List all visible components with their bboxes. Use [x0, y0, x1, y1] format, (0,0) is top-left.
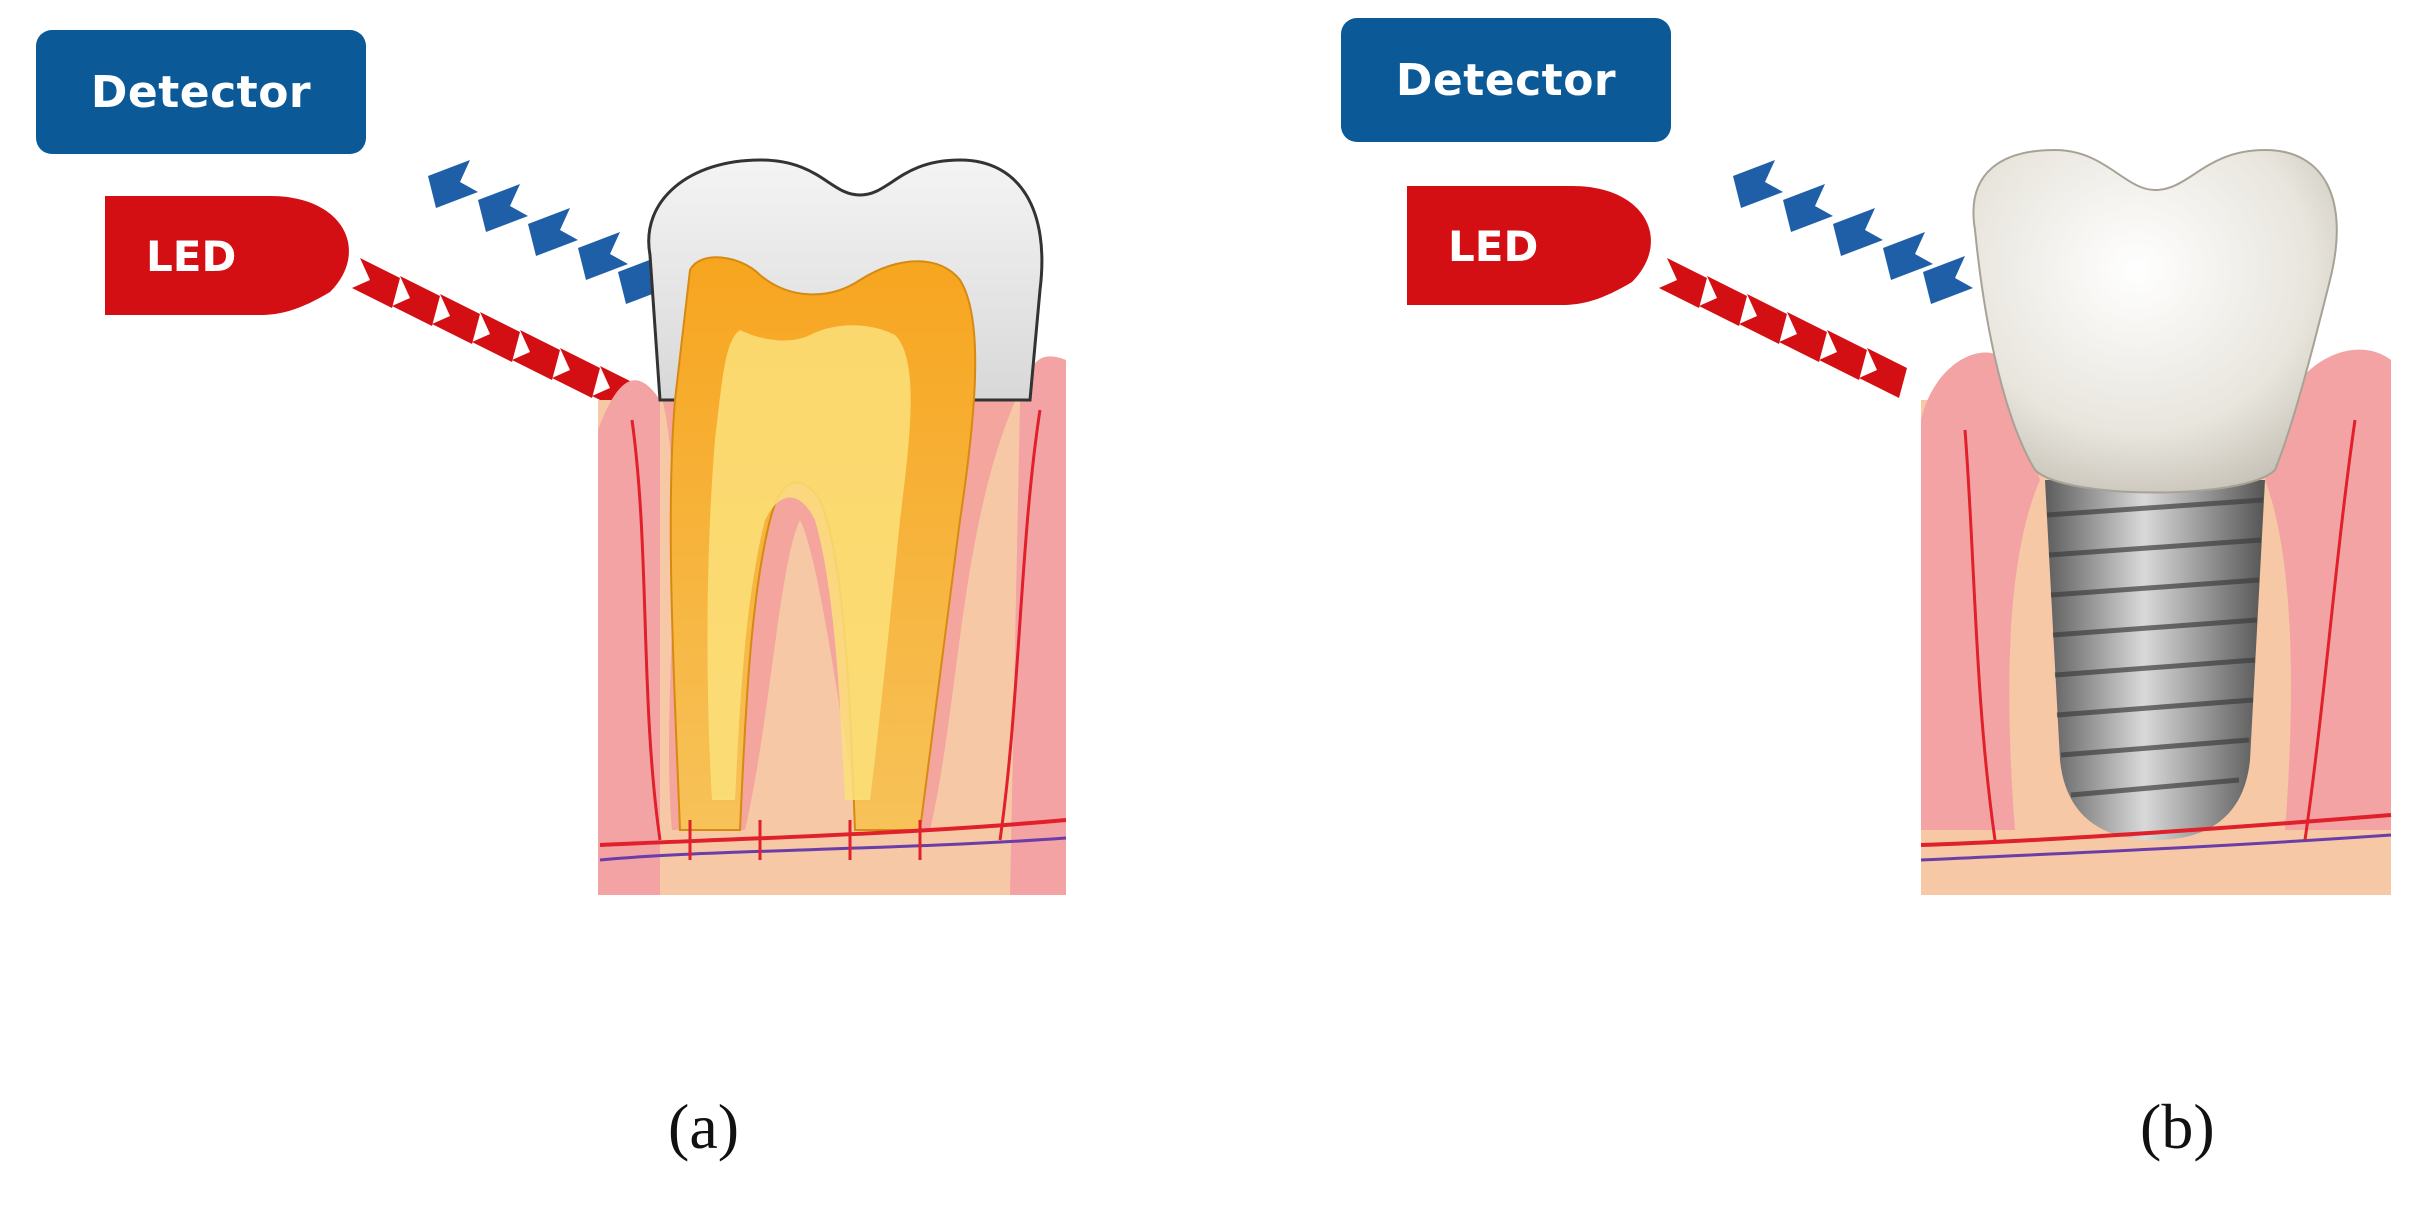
panel-b-graphic — [1407, 148, 2392, 895]
panel-a: Detector LED (a) — [0, 0, 1204, 1209]
panel-b: Detector LED (b) — [1205, 0, 2409, 1209]
led-emitter-icon — [105, 196, 349, 315]
tooth-illustration — [598, 158, 1067, 895]
reflected-light-arrow-icon — [428, 160, 668, 304]
detector-label-b: Detector — [1341, 18, 1671, 142]
emitted-light-arrow-icon — [1659, 258, 1907, 398]
caption-a: (a) — [668, 1091, 740, 1162]
led-emitter-icon — [1407, 186, 1651, 305]
detector-label-a: Detector — [36, 30, 366, 154]
led-label-a: LED — [146, 232, 237, 281]
implant-illustration — [1920, 148, 2392, 895]
led-label-b: LED — [1448, 222, 1539, 271]
emitted-light-arrow-icon — [352, 258, 640, 416]
caption-b: (b) — [2140, 1091, 2215, 1162]
reflected-light-arrow-icon — [1733, 160, 1973, 304]
panel-a-graphic — [105, 158, 1067, 895]
